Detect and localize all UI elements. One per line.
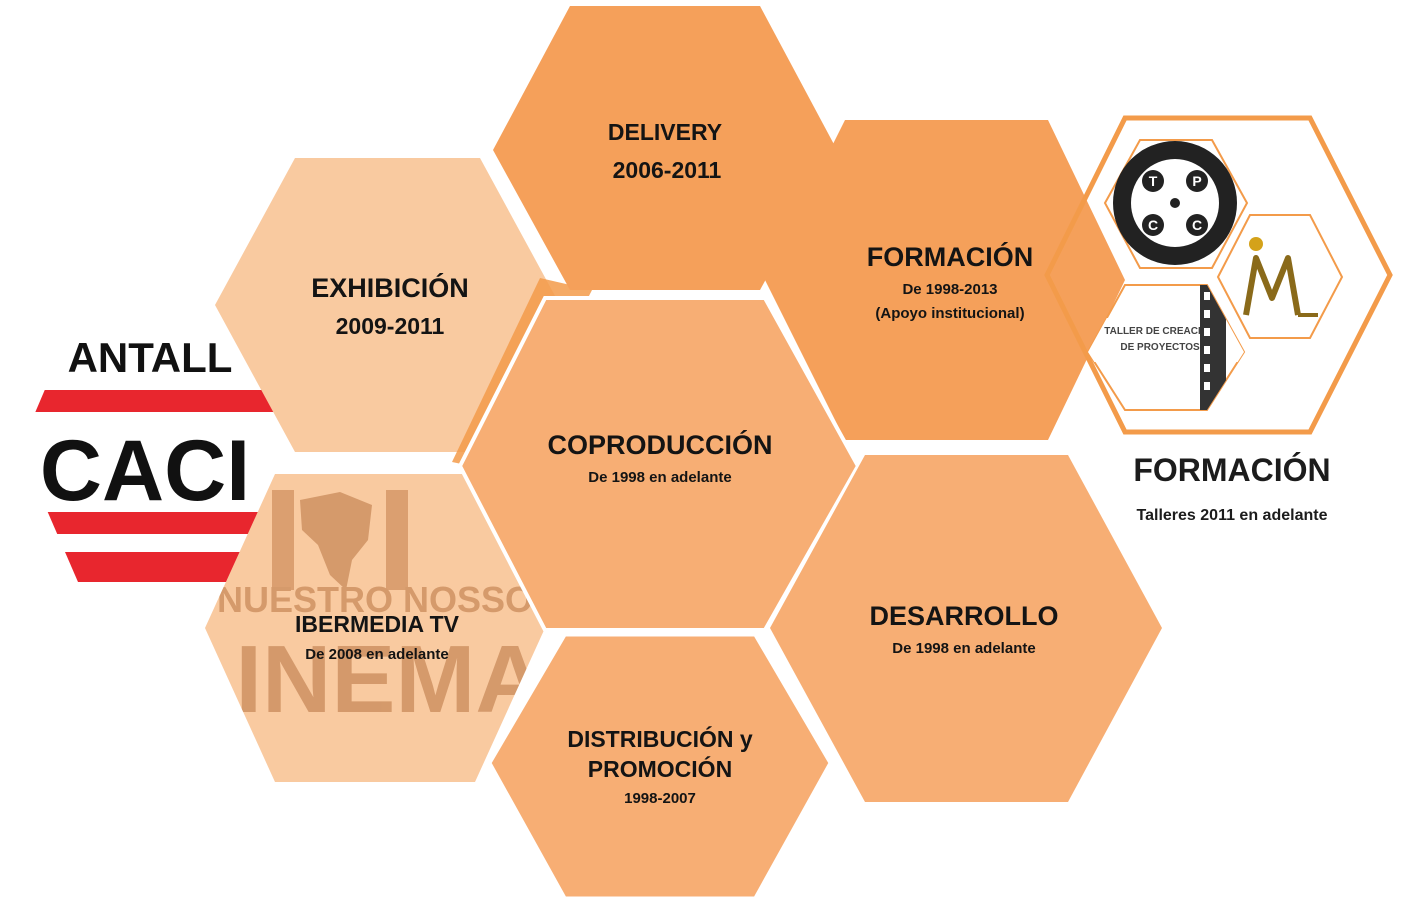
desarrollo-subtitle: De 1998 en adelante <box>892 640 1035 657</box>
tpcc-logo: T P C C <box>1103 139 1249 269</box>
formacion-line1: De 1998-2013 <box>902 281 997 298</box>
ibermedia-title: IBERMEDIA TV <box>295 611 460 637</box>
large-outline-hex <box>1044 115 1393 435</box>
desarrollo-title: DESARROLLO <box>870 601 1059 631</box>
side-panel-subtitle: Talleres 2011 en adelante <box>1136 507 1328 524</box>
pantalla-main-text: CACI <box>40 423 250 519</box>
distribucion-years: 1998-2007 <box>624 790 696 807</box>
coproduccion-subtitle: De 1998 en adelante <box>588 469 731 486</box>
ibermedia-subtitle: De 2008 en adelante <box>305 646 448 663</box>
formacion-logos-cluster: T P C C TALLER DE CREACIÓN DE PROYECTOS <box>1044 115 1393 435</box>
distribucion-line1: DISTRIBUCIÓN y <box>567 725 753 752</box>
formacion-line2: (Apoyo institucional) <box>875 305 1024 322</box>
formacion-title: FORMACIÓN <box>867 241 1033 272</box>
exhibicion-title: EXHIBICIÓN <box>311 272 469 303</box>
tpcc-letter-t: T <box>1149 173 1158 189</box>
nuestro-cinema-line1: NUESTRO NOSSO <box>217 579 533 620</box>
tpcc-letter-p: P <box>1192 173 1201 189</box>
distribucion-line2: PROMOCIÓN <box>588 755 732 782</box>
tpcc-letter-c1: C <box>1148 217 1158 233</box>
banner-line1: TALLER DE CREACIÓN <box>1104 324 1215 337</box>
side-panel-title: FORMACIÓN <box>1133 452 1331 488</box>
hex-delivery: DELIVERY 2006-2011 <box>493 6 837 290</box>
banner-logo: TALLER DE CREACIÓN DE PROYECTOS <box>1086 284 1246 411</box>
nuestro-cinema-line2: INEMA <box>235 626 544 733</box>
delivery-years: 2006-2011 <box>613 157 722 183</box>
hex-coproduccion: COPRODUCCIÓN De 1998 en adelante <box>457 296 861 632</box>
tpcc-letter-c2: C <box>1192 217 1202 233</box>
exhibicion-years: 2009-2011 <box>336 313 445 339</box>
hex-ibermedia-tv: NUESTRO NOSSO INEMA IBERMEDIA TV De 2008… <box>205 474 545 782</box>
hex-desarrollo: DESARROLLO De 1998 en adelante <box>770 455 1162 802</box>
hex-exhibicion: EXHIBICIÓN 2009-2011 <box>215 158 560 452</box>
banner-line2: DE PROYECTOS <box>1120 342 1200 353</box>
pantalla-top-text: ANTALL <box>68 334 233 381</box>
delivery-title: DELIVERY <box>608 119 722 145</box>
nuestro-cinema-logo: NUESTRO NOSSO INEMA <box>217 490 545 733</box>
hex-formacion: FORMACIÓN De 1998-2013 (Apoyo institucio… <box>765 120 1125 440</box>
coproduccion-title: COPRODUCCIÓN <box>547 429 772 460</box>
hex-distribucion: DISTRIBUCIÓN y PROMOCIÓN 1998-2007 <box>488 633 832 900</box>
iml-logo <box>1216 214 1344 339</box>
